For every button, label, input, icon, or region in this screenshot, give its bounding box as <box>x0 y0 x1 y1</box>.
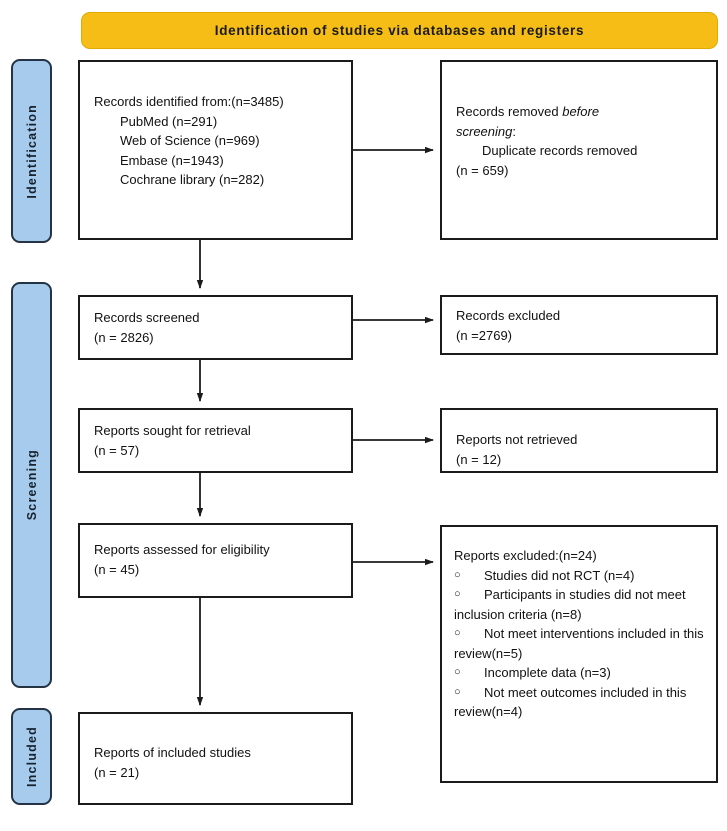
records-excluded-label: Records excluded <box>456 308 561 323</box>
phase-tab-screening: Screening <box>11 282 52 688</box>
circle-bullet-icon: ○ <box>454 588 461 600</box>
reports-excluded-item: ○ Studies did not RCT (n=4) <box>454 566 710 586</box>
reports-not-retrieved-label: Reports not retrieved <box>456 432 578 447</box>
reports-excluded-heading: Reports excluded:(n=24) <box>454 548 597 563</box>
reports-excluded-item: ○Participants in studies did not meet in… <box>454 585 710 624</box>
records-removed-lead: Records removed <box>456 104 563 119</box>
source-pubmed: PubMed (n=291) <box>120 113 218 129</box>
records-screened-label: Records screened <box>94 310 200 325</box>
reports-excluded-item: ○Not meet interventions included in this… <box>454 624 710 663</box>
box-records-removed: Records removed before screening: Duplic… <box>440 60 718 240</box>
source-embase: Embase (n=1943) <box>120 152 224 168</box>
duplicate-records-removed-count: (n = 659) <box>456 162 509 178</box>
diagram-header-banner: Identification of studies via databases … <box>81 12 718 49</box>
records-screened-count: (n = 2826) <box>94 329 154 345</box>
records-removed-screening: screening <box>456 123 513 139</box>
phase-tab-included: Included <box>11 708 52 805</box>
reports-excluded-item: ○Not meet outcomes included in this revi… <box>454 683 710 722</box>
records-removed-colon: : <box>512 123 516 139</box>
box-records-screened: Records screened (n = 2826) <box>78 295 353 360</box>
records-excluded-count: (n =2769) <box>456 327 513 343</box>
reports-included-label: Reports of included studies <box>94 745 251 760</box>
reports-excluded-item-label: Participants in studies did not meet inc… <box>454 587 686 622</box>
box-records-excluded: Records excluded (n =2769) <box>440 295 718 355</box>
reports-excluded-item-label: Incomplete data (n=3) <box>484 665 611 680</box>
box-reports-assessed-eligibility: Reports assessed for eligibility (n = 45… <box>78 523 353 598</box>
reports-included-count: (n = 21) <box>94 764 140 780</box>
banner-title: Identification of studies via databases … <box>214 23 585 38</box>
reports-excluded-item-label: Studies did not RCT (n=4) <box>484 567 635 583</box>
reports-not-retrieved-count: (n = 12) <box>456 451 502 467</box>
reports-excluded-item: ○ Incomplete data (n=3) <box>454 663 710 683</box>
reports-eligibility-count: (n = 45) <box>94 561 140 577</box>
records-removed-before: before <box>562 104 600 119</box>
circle-bullet-icon: ○ <box>454 666 461 678</box>
duplicate-records-removed-label: Duplicate records removed <box>482 143 638 158</box>
reports-sought-label: Reports sought for retrieval <box>94 423 251 438</box>
source-cochrane-library: Cochrane library (n=282) <box>120 172 265 187</box>
circle-bullet-icon: ○ <box>454 627 461 639</box>
records-identified-heading: Records identified from:(n=3485) <box>94 94 284 109</box>
circle-bullet-icon: ○ <box>454 568 461 581</box>
box-reports-excluded: Reports excluded:(n=24) ○ Studies did not… <box>440 525 718 783</box>
box-reports-included: Reports of included studies (n = 21) <box>78 712 353 805</box>
box-reports-not-retrieved: Reports not retrieved (n = 12) <box>440 408 718 473</box>
reports-sought-count: (n = 57) <box>94 442 140 458</box>
circle-bullet-icon: ○ <box>454 685 461 698</box>
source-web-of-science: Web of Science (n=969) <box>120 133 260 148</box>
reports-excluded-list: ○Studies did not RCT (n=4)○Participants … <box>454 566 710 722</box>
reports-excluded-item-label: Not meet outcomes included in this revie… <box>454 684 687 720</box>
phase-tab-identification: Identification <box>11 59 52 243</box>
reports-eligibility-label: Reports assessed for eligibility <box>94 542 270 557</box>
box-reports-sought: Reports sought for retrieval (n = 57) <box>78 408 353 473</box>
box-records-identified: Records identified from:(n=3485) PubMed … <box>78 60 353 240</box>
reports-excluded-item-label: Not meet interventions included in this … <box>454 626 704 661</box>
